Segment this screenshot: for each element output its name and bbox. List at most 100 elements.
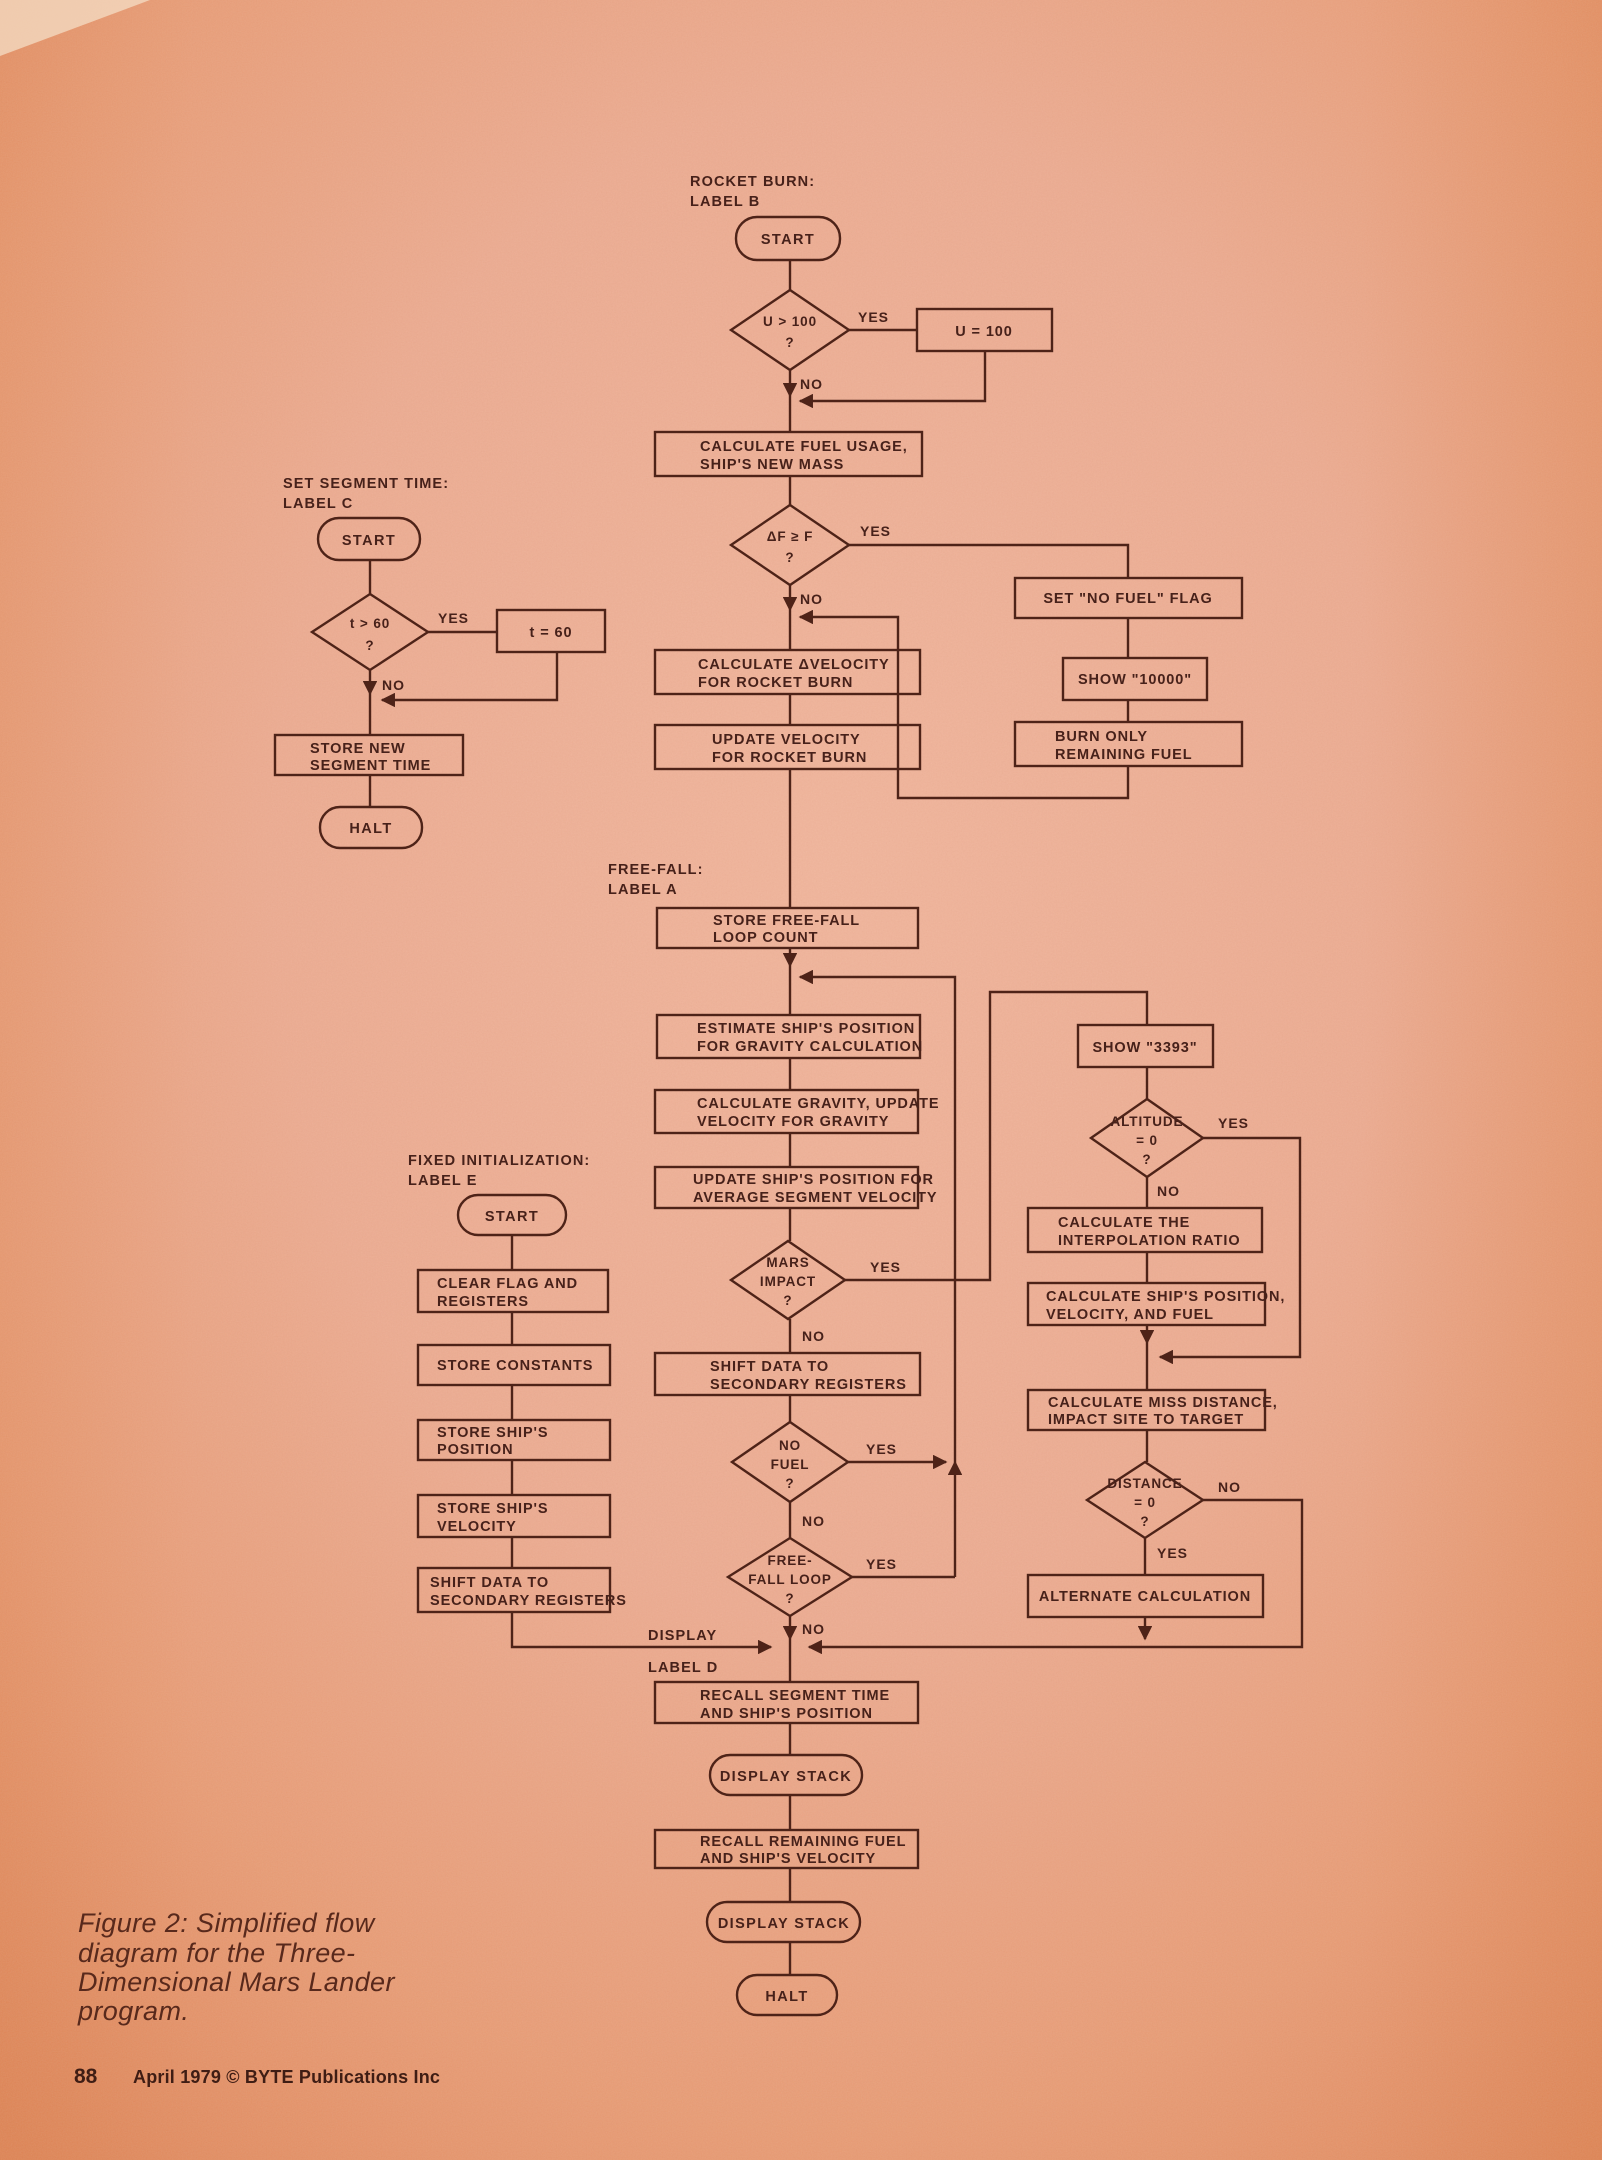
node-label: ? (1142, 1152, 1151, 1167)
node-label: CALCULATE MISS DISTANCE, (1048, 1395, 1278, 1411)
node-label: STORE SHIP'S (437, 1501, 548, 1517)
edge-label-no: NO (800, 376, 823, 392)
section-label-display: LABEL D (648, 1660, 718, 1676)
section-label-set-segment-time: SET SEGMENT TIME: (283, 476, 449, 492)
edge-label-yes: YES (860, 523, 891, 539)
node-decision-altitude-zero: ALTITUDE = 0 ? (1088, 1097, 1206, 1179)
edge-label-no: NO (802, 1513, 825, 1529)
node-label: U = 100 (955, 324, 1013, 340)
node-process-calculate-fuel-usage: CALCULATE FUEL USAGE, SHIP'S NEW MASS (653, 430, 924, 478)
node-terminator-display-stack-2: DISPLAY STACK (705, 1900, 862, 1944)
node-label: FOR ROCKET BURN (698, 675, 853, 691)
node-label: STORE NEW (310, 741, 406, 757)
node-label: FOR GRAVITY CALCULATION (697, 1039, 923, 1055)
page-number: 88 (74, 2065, 98, 2088)
node-process-set-no-fuel-flag: SET "NO FUEL" FLAG (1013, 576, 1244, 620)
node-process-clear-flag-registers: CLEAR FLAG AND REGISTERS (416, 1268, 610, 1314)
node-process-calculate-ship-pvf: CALCULATE SHIP'S POSITION, VELOCITY, AND… (1026, 1281, 1285, 1327)
node-label: SHIP'S NEW MASS (700, 457, 844, 473)
edge-label-no: NO (802, 1328, 825, 1344)
flow-lines (362, 259, 1304, 1975)
node-label: ? (1140, 1514, 1149, 1529)
node-label: SECONDARY REGISTERS (710, 1377, 907, 1393)
edge-label-no: NO (1157, 1183, 1180, 1199)
node-start-set-segment-time: START (316, 516, 422, 562)
node-label: SHOW "3393" (1092, 1040, 1197, 1056)
node-label: t > 60 (350, 616, 390, 631)
node-label: START (485, 1209, 539, 1225)
node-label: STORE FREE-FALL (713, 913, 860, 929)
page-footer: 88 April 1979 © BYTE Publications Inc (74, 2065, 440, 2088)
node-label: SET "NO FUEL" FLAG (1043, 591, 1212, 607)
node-process-alternate-calculation: ALTERNATE CALCULATION (1026, 1573, 1265, 1619)
node-label: DISPLAY STACK (718, 1916, 850, 1932)
node-process-recall-remaining-fuel: RECALL REMAINING FUEL AND SHIP'S VELOCIT… (653, 1828, 920, 1870)
caption-line: Figure 2: Simplified flow (78, 1908, 376, 1938)
node-decision-delta-f-ge-f: ΔF ≥ F ? (728, 503, 852, 587)
section-label-fixed-initialization: FIXED INITIALIZATION: (408, 1153, 590, 1169)
node-label: START (761, 232, 815, 248)
node-label: POSITION (437, 1442, 514, 1458)
node-process-shift-data-secondary: SHIFT DATA TO SECONDARY REGISTERS (653, 1351, 922, 1397)
node-label: UPDATE VELOCITY (712, 732, 861, 748)
node-process-store-constants: STORE CONSTANTS (416, 1343, 612, 1387)
node-label: ALTITUDE (1111, 1114, 1184, 1129)
node-label: IMPACT SITE TO TARGET (1048, 1412, 1244, 1428)
node-label: CALCULATE GRAVITY, UPDATE (697, 1096, 939, 1112)
node-label: ESTIMATE SHIP'S POSITION (697, 1021, 915, 1037)
node-terminator-display-stack-1: DISPLAY STACK (708, 1753, 864, 1797)
node-label: = 0 (1136, 1133, 1158, 1148)
edge-label-no: NO (800, 591, 823, 607)
node-decision-no-fuel: NO FUEL ? (729, 1420, 851, 1504)
node-label: ? (785, 335, 794, 350)
node-label: LOOP COUNT (713, 930, 818, 946)
node-decision-distance-zero: DISTANCE = 0 ? (1084, 1460, 1206, 1540)
node-label: START (342, 533, 396, 549)
node-label: ΔF ≥ F (767, 529, 814, 544)
node-label: CALCULATE SHIP'S POSITION, (1046, 1289, 1285, 1305)
edge-label-no: NO (382, 677, 405, 693)
edge-label-yes: YES (438, 610, 469, 626)
node-label: DISTANCE (1107, 1476, 1182, 1491)
node-label: SHIFT DATA TO (430, 1575, 549, 1591)
edge-label-yes: YES (1218, 1115, 1249, 1131)
section-label-display: DISPLAY (648, 1628, 717, 1644)
node-label: AVERAGE SEGMENT VELOCITY (693, 1190, 938, 1206)
node-process-recall-segment-time: RECALL SEGMENT TIME AND SHIP'S POSITION (653, 1680, 920, 1725)
edge-label-yes: YES (858, 309, 889, 325)
node-process-calculate-miss-distance: CALCULATE MISS DISTANCE, IMPACT SITE TO … (1026, 1388, 1278, 1432)
node-label: RECALL SEGMENT TIME (700, 1688, 890, 1704)
node-decision-u-gt-100: U > 100 ? (728, 288, 852, 372)
node-label: UPDATE SHIP'S POSITION FOR (693, 1172, 934, 1188)
node-label: AND SHIP'S POSITION (700, 1706, 873, 1722)
node-label: t = 60 (530, 625, 573, 641)
section-label-rocket-burn: ROCKET BURN: (690, 174, 815, 190)
node-label: REMAINING FUEL (1055, 747, 1192, 763)
node-label: HALT (349, 821, 392, 837)
section-labels: ROCKET BURN: LABEL B SET SEGMENT TIME: L… (283, 174, 815, 1676)
node-decision-free-fall-loop: FREE- FALL LOOP ? (725, 1536, 855, 1618)
node-label: BURN ONLY (1055, 729, 1148, 745)
node-process-show-3393: SHOW "3393" (1076, 1023, 1215, 1069)
node-label: NO (779, 1438, 801, 1453)
node-label: MARS (766, 1255, 809, 1270)
node-label: SEGMENT TIME (310, 758, 431, 774)
edge-label-yes: YES (866, 1441, 897, 1457)
node-label: ? (365, 638, 374, 653)
node-process-calculate-gravity: CALCULATE GRAVITY, UPDATE VELOCITY FOR G… (653, 1088, 939, 1135)
node-label: REGISTERS (437, 1294, 529, 1310)
node-label: INTERPOLATION RATIO (1058, 1233, 1241, 1249)
node-process-show-10000: SHOW "10000" (1061, 656, 1209, 702)
figure-caption: Figure 2: Simplified flow diagram for th… (77, 1908, 395, 2026)
node-label: SECONDARY REGISTERS (430, 1593, 627, 1609)
section-label-fixed-initialization: LABEL E (408, 1173, 477, 1189)
node-label: FOR ROCKET BURN (712, 750, 867, 766)
section-label-free-fall: FREE-FALL: (608, 862, 704, 878)
node-process-estimate-ship-position: ESTIMATE SHIP'S POSITION FOR GRAVITY CAL… (655, 1013, 923, 1060)
node-label: CALCULATE FUEL USAGE, (700, 439, 908, 455)
node-process-shift-data-init: SHIFT DATA TO SECONDARY REGISTERS (416, 1566, 627, 1614)
section-label-rocket-burn: LABEL B (690, 194, 760, 210)
